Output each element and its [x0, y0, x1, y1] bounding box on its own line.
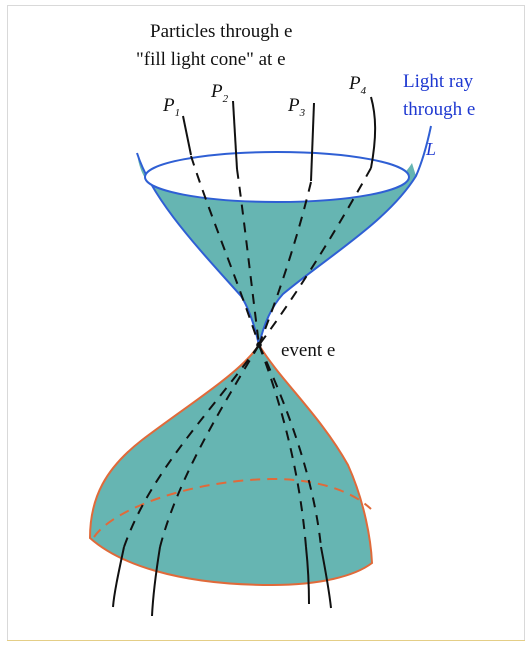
particle-p3-upper-dashed	[258, 181, 312, 346]
lower-cone-outline	[88, 344, 374, 587]
upper-cone-rim	[144, 151, 410, 203]
caption-line-2: "fill light cone" at e	[136, 49, 286, 70]
particle-p4-upper-solid	[370, 96, 377, 169]
particle-label-p4: P4	[348, 73, 367, 97]
event-point	[256, 342, 262, 348]
particle-label-p3: P3	[287, 95, 306, 119]
particle-p1-upper-solid	[182, 115, 192, 156]
upper-cone-outline	[136, 125, 432, 346]
particle-label-p1: P1	[162, 95, 180, 119]
light-ray-caption-line-1: Light ray	[403, 71, 474, 92]
particle-p4-lower-dashed	[258, 344, 322, 548]
particle-p3-upper-solid	[310, 102, 315, 182]
lower-cone-fill	[90, 345, 372, 585]
particle-p3-lower-dashed	[258, 344, 307, 548]
particle-p2-upper-solid	[232, 100, 238, 170]
particle-p1-lower-solid	[112, 546, 125, 608]
event-label: event e	[281, 340, 335, 361]
particle-p4-upper-dashed	[258, 167, 372, 346]
particle-p1-upper-dashed	[190, 155, 260, 346]
particle-p3-lower-solid	[305, 546, 310, 605]
light-ray-label: L	[425, 139, 436, 159]
light-ray-caption-line-2: through e	[403, 99, 475, 120]
particle-p2-upper-dashed	[236, 168, 260, 346]
particle-p2-lower-dashed	[159, 344, 260, 548]
frame-bottom-accent	[7, 640, 525, 641]
particle-p4-lower-solid	[320, 546, 332, 609]
lower-cone-dashed-rim	[93, 477, 372, 538]
particle-p2-lower-solid	[151, 546, 161, 617]
upper-cone-fill	[137, 153, 416, 345]
caption-line-1: Particles through e	[150, 21, 292, 42]
particle-label-p2: P2	[210, 81, 229, 105]
